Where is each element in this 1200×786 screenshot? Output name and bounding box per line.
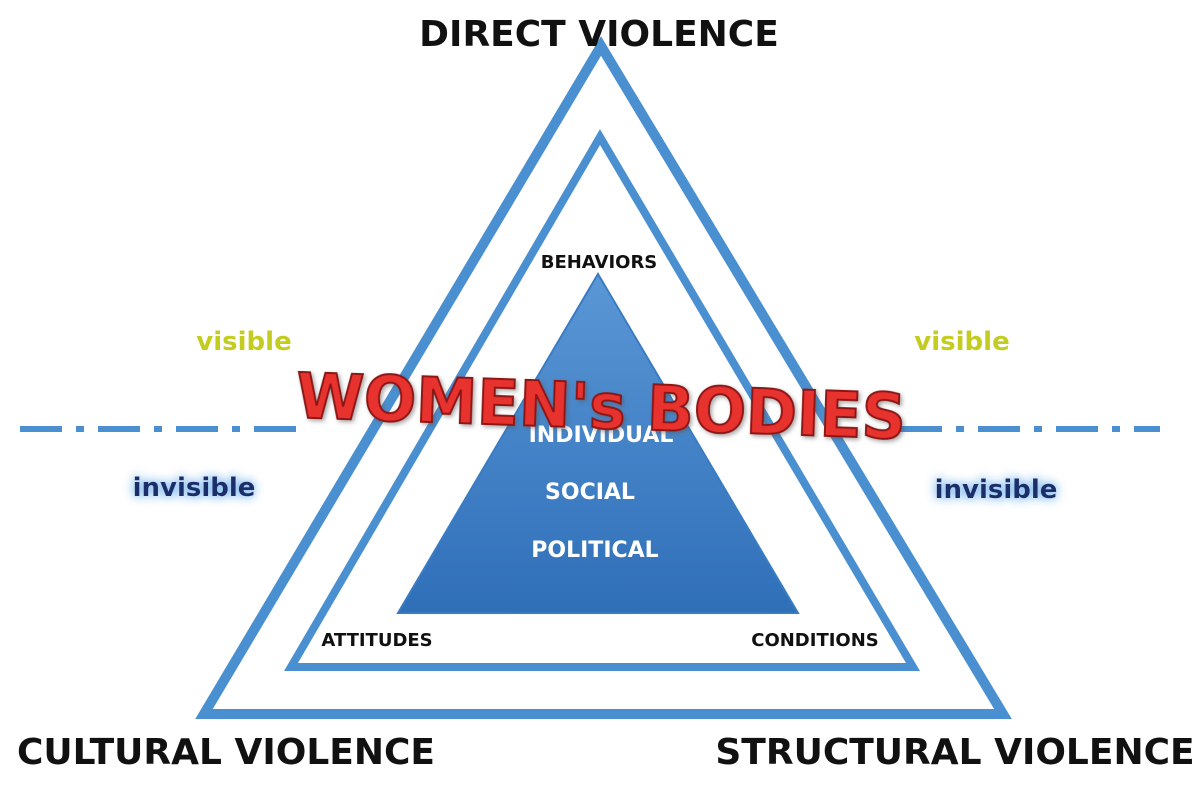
behaviors-label: BEHAVIORS [541, 252, 658, 273]
invisible-label-left: invisible [133, 473, 256, 503]
middle-triangle [284, 129, 921, 671]
level-political: POLITICAL [531, 538, 658, 563]
conditions-label: CONDITIONS [751, 630, 879, 651]
core-triangle [396, 272, 800, 614]
direct-violence-label: DIRECT VIOLENCE [419, 14, 779, 55]
womens-bodies-label: WOMEN's BODIES [295, 359, 907, 453]
visible-label-left: visible [196, 327, 291, 357]
structural-violence-label: STRUCTURAL VIOLENCE [715, 732, 1194, 773]
invisible-label-right: invisible [935, 475, 1058, 505]
cultural-violence-label: CULTURAL VIOLENCE [17, 732, 435, 773]
attitudes-label: ATTITUDES [321, 630, 432, 651]
level-individual: INDIVIDUAL [529, 423, 674, 448]
level-social: SOCIAL [545, 480, 635, 505]
outer-triangle [195, 36, 1012, 719]
visible-label-right: visible [914, 327, 1009, 357]
